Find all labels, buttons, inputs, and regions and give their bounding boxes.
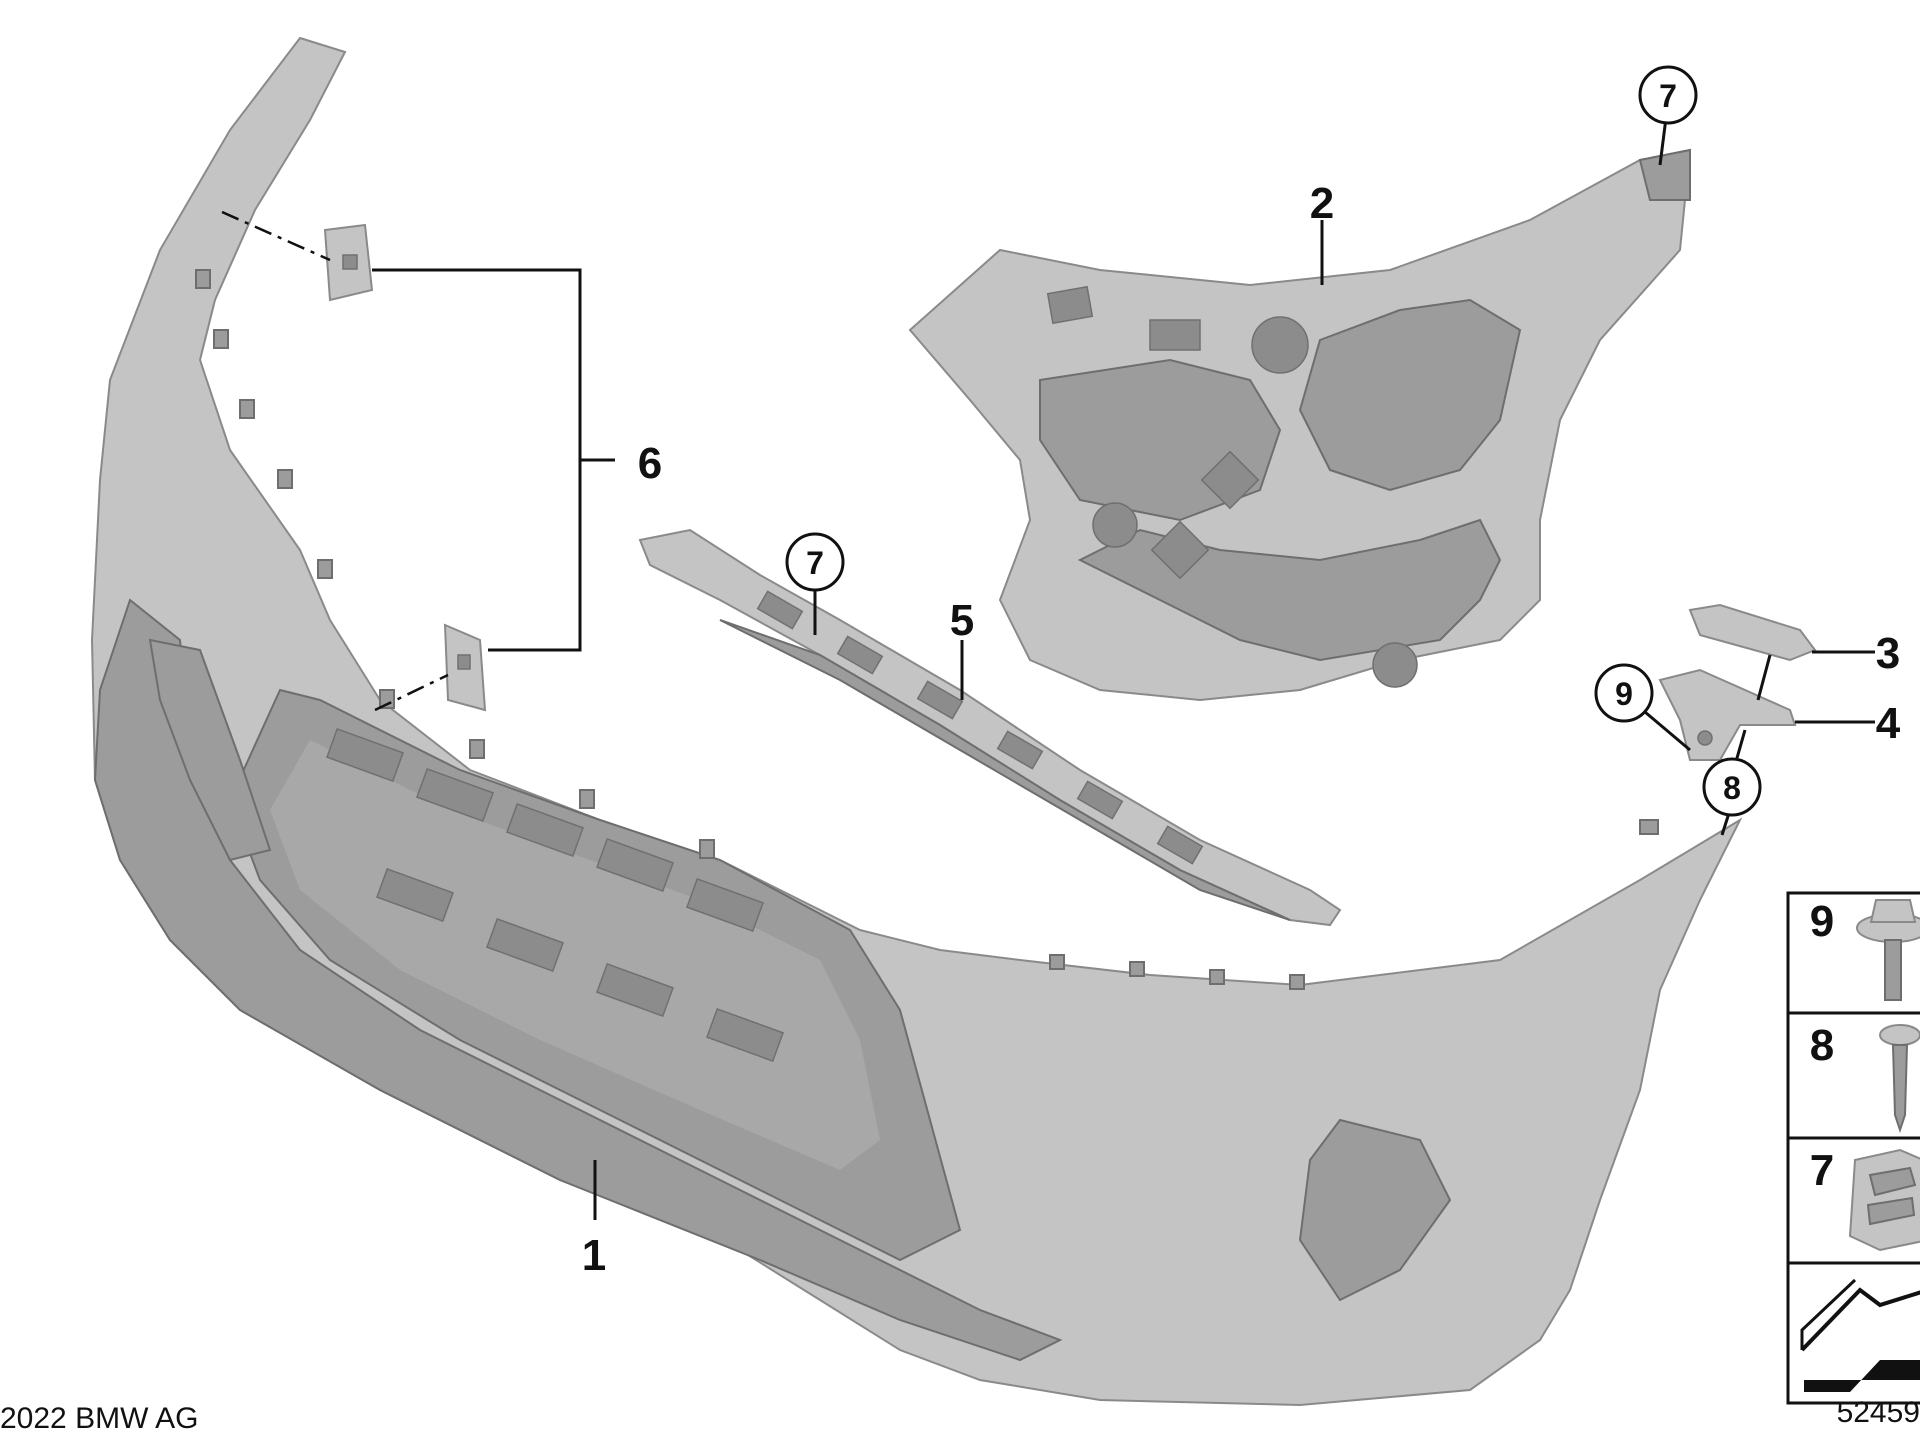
small-bracket-3 <box>1688 603 1817 662</box>
label-part-2: 2 <box>1310 179 1334 228</box>
callout-7-mid: 7 <box>785 532 845 592</box>
small-bracket-4 <box>1658 668 1797 761</box>
callout-7-upper: 7 <box>1638 65 1698 125</box>
svg-text:7: 7 <box>1810 1146 1834 1195</box>
svg-text:9: 9 <box>1615 676 1633 712</box>
screw-icon <box>1879 1024 1920 1134</box>
copyright: 2022 BMW AG <box>0 1402 198 1435</box>
svg-text:8: 8 <box>1723 770 1741 806</box>
clip-lower <box>443 623 487 712</box>
bumper-carrier <box>908 148 1692 702</box>
front-bumper-panel <box>90 36 1743 1407</box>
fastener-legend: 9 8 7 <box>1786 891 1920 1405</box>
label-part-4: 4 <box>1876 699 1901 748</box>
label-part-6: 6 <box>638 439 662 488</box>
label-part-5: 5 <box>950 596 974 645</box>
svg-text:7: 7 <box>1659 78 1677 114</box>
clip-nut-icon <box>1848 1148 1920 1252</box>
svg-text:7: 7 <box>806 545 824 581</box>
callout-8: 8 <box>1702 757 1762 817</box>
clip-upper <box>323 223 374 302</box>
svg-text:9: 9 <box>1810 897 1834 946</box>
svg-text:8: 8 <box>1810 1021 1834 1070</box>
label-part-1: 1 <box>582 1231 606 1280</box>
diagram-number: 52459 <box>1837 1396 1920 1429</box>
view-arrow-icon <box>1800 1278 1920 1392</box>
label-part-3: 3 <box>1876 629 1900 678</box>
callout-9: 9 <box>1594 663 1654 723</box>
bolt-washer-icon <box>1856 899 1920 1001</box>
